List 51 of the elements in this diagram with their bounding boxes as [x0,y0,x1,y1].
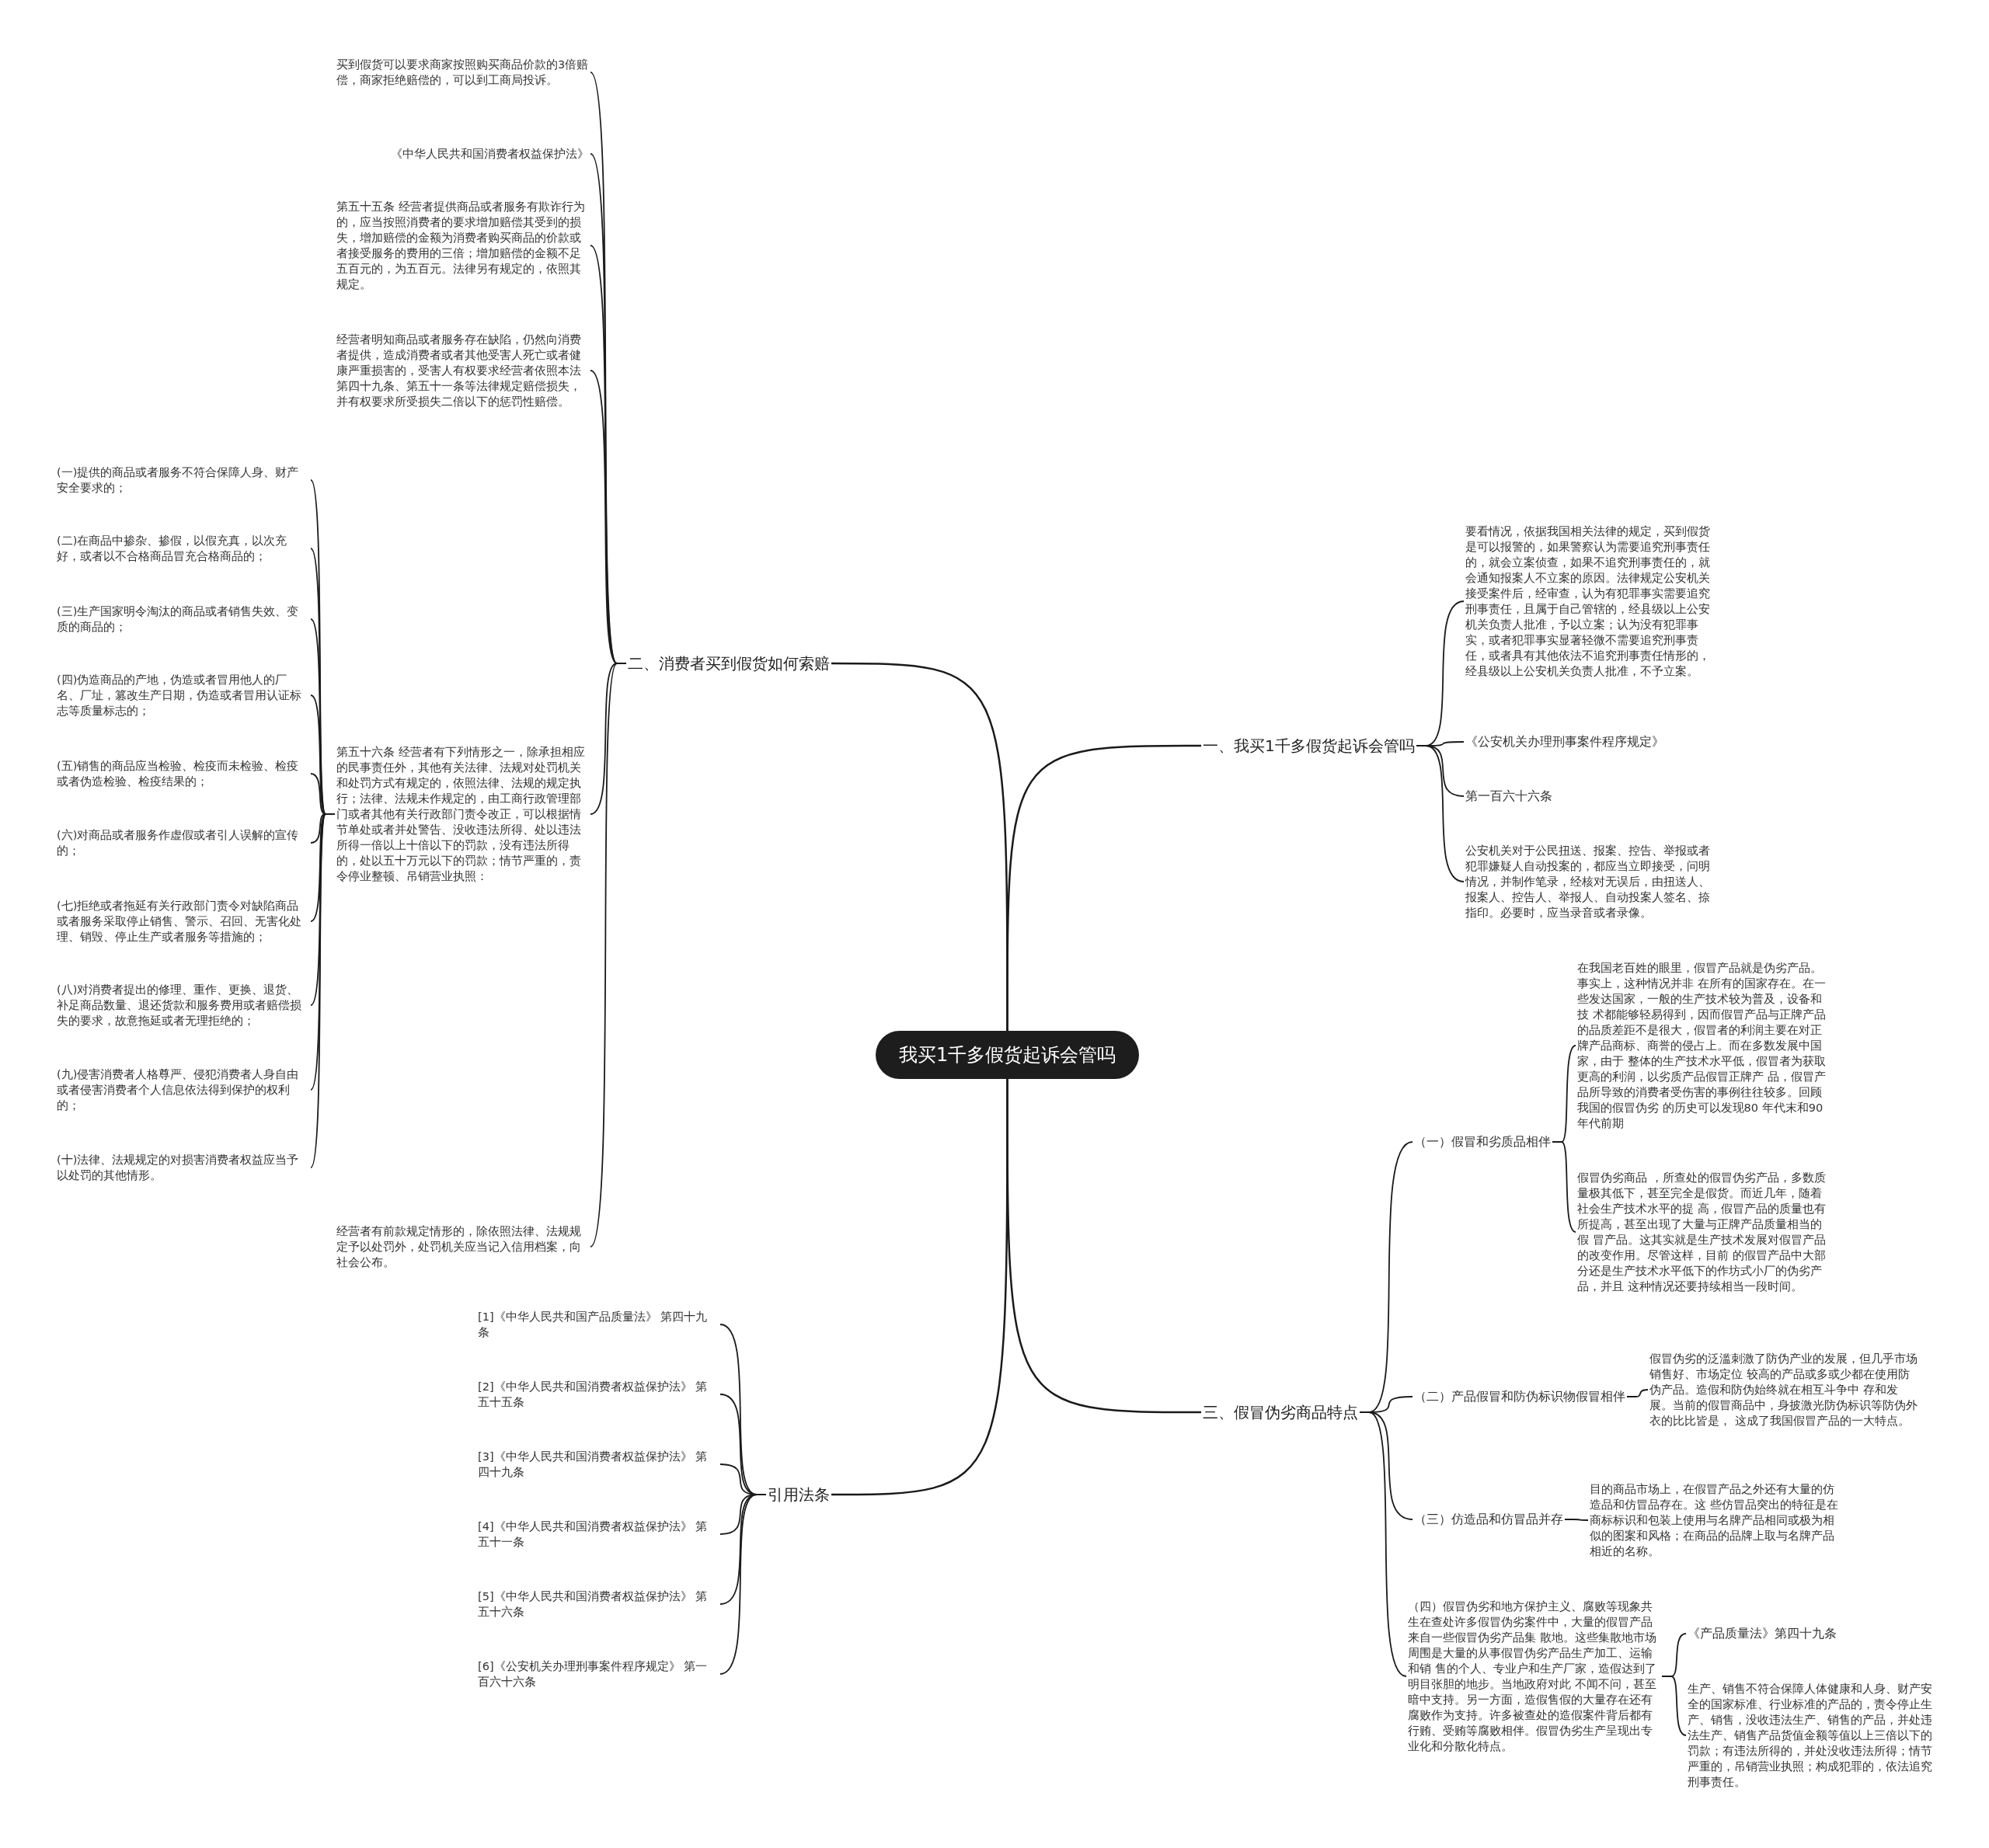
connector-line [831,662,1008,1031]
topic-text: (三)生产国家明令淘汰的商品或者销售失效、变质的商品的； [57,604,309,635]
topic-text: (六)对商品或者服务作虚假或者引人误解的宣传的； [57,827,309,858]
topic-text: [1]《中华人民共和国产品质量法》 第四十九条 [478,1309,719,1340]
topic-text: [4]《中华人民共和国消费者权益保护法》 第五十一条 [478,1519,719,1550]
topic-text: 公安机关对于公民扭送、报案、控告、举报或者犯罪嫌疑人自动投案的，都应当立即接受，问明情况，并制作笔录，经核对无误后，由扭送人、报案人、控告人、举报人、自动投案人签名、捺指印。必要时，应当录音或者录像。 [1465,843,1718,921]
topic-text: 《中华人民共和国消费者权益保护法》 [336,146,589,162]
topic-text: 假冒伪劣商品 ，所查处的假冒伪劣产品，多数质量极其低下，甚至完全是假货。而近几年，随着社会生产技术水平的提 高，假冒产品的质量也有所提高，甚至出现了大量与正牌产品质量相当的假 冒产品。这其实就是生产技术发展对假冒产品的改变作用。尽管这样，目前 的假冒产品中大部分还是生产技术水平低下的作坊式小厂的伪劣产品，并且 这种情况还要持续相当一段时间。 [1577,1170,1830,1294]
connector-line [1359,1411,1407,1677]
topic-text: [2]《中华人民共和国消费者权益保护法》 第五十五条 [478,1379,719,1410]
subtopic-text: （二）产品假冒和防伪标识物假冒相伴 [1414,1388,1625,1405]
connector-line [310,813,336,1168]
topic-text: 买到假货可以要求商家按照购买商品价款的3倍赔偿，商家拒绝赔偿的，可以到工商局投诉。 [336,57,589,88]
topic-text: 生产、销售不符合保障人体健康和人身、财产安全的国家标准、行业标准的产品的，责令停止生产、销售，没收违法生产、销售的产品，并处违法生产、销售产品货值金额等值以上三倍以下的罚款；有违法所得的，并处没收违法所得；情节严重的，吊销营业执照；构成犯罪的，依法追究刑事责任。 [1688,1681,1940,1790]
subtopic-text: （一）假冒和劣质品相伴 [1414,1133,1551,1150]
topic-text: (五)销售的商品应当检验、检疫而未检验、检疫或者伪造检验、检疫结果的； [57,758,309,789]
topic-text: 第五十五条 经营者提供商品或者服务有欺诈行为的，应当按照消费者的要求增加赔偿其受到的损失，增加赔偿的金额为消费者购买商品的价款或者接受服务的费用的三倍；增加赔偿的金额不足五百元的，为五百元。法律另有规定的，依照其规定。 [336,199,589,292]
topic-text: (二)在商品中掺杂、掺假，以假充真，以次充好，或者以不合格商品冒充合格商品的； [57,533,309,564]
connector-line [1552,1141,1576,1233]
topic-text: (九)侵害消费者人格尊严、侵犯消费者人身自由或者侵害消费者个人信息依法得到保护的权利的； [57,1067,309,1113]
topic-text: 经营者有前款规定情形的，除依照法律、法规规定予以处罚外，处罚机关应当记入信用档案，向社会公布。 [336,1223,589,1270]
topic-text: 第五十六条 经营者有下列情形之一，除承担相应的民事责任外，其他有关法律、法规对处罚机关和处罚方式有规定的，依照法律、法规的规定执行；法律、法规未作规定的，由工商行政管理部门或者其他有关行政部门责令改正，可以根据情节单处或者并处警告、没收违法所得、处以违法所得一倍以上十倍以下的罚款，没有违法所得的，处以五十万元以下的罚款；情节严重的，责令停业整顿、吊销营业执照： [336,744,589,884]
subtopic-text: 《公安机关办理刑事案件程序规定》 [1465,733,1664,750]
topic-text: (十)法律、法规规定的对损害消费者权益应当予以处罚的其他情形。 [57,1152,309,1183]
topic-text: 要看情况，依据我国相关法律的规定，买到假货是可以报警的，如果警察认为需要追究刑事责任的，就会立案侦查，如果不追究刑事责任的，就会通知报案人不立案的原因。法律规定公安机关接受案件后，经审查，认为有犯罪事实需要追究刑事责任，且属于自己管辖的，经县级以上公安机关负责人批准，予以立案；认为没有犯罪事实，或者犯罪事实显著轻微不需要追究刑事责任，或者具有其他依法不追究刑事责任情形的，经县级以上公安机关负责人批准，不予立案。 [1465,524,1718,679]
topic-text: 目的商品市场上，在假冒产品之外还有大量的仿造品和仿冒品存在。这 些仿冒品突出的特征是在商标标识和包装上使用与名牌产品相同或极为相似的图案和风格；在商品的品牌上取与名牌产品相近的名称。 [1590,1481,1842,1559]
topic-text: [3]《中华人民共和国消费者权益保护法》 第四十九条 [478,1449,719,1480]
branch-topic: 一、我买1千多假货起诉会管吗 [1203,735,1415,757]
branch-topic: 二、消费者买到假货如何索赔 [628,653,830,674]
central-topic: 我买1千多假货起诉会管吗 [876,1031,1140,1079]
subtopic-text: 《产品质量法》第四十九条 [1688,1625,1837,1642]
topic-text: (七)拒绝或者拖延有关行政部门责令对缺陷商品或者服务采取停止销售、警示、召回、无害化处理、销毁、停止生产或者服务等措施的； [57,898,309,945]
topic-text: (八)对消费者提出的修理、重作、更换、退货、补足商品数量、退还货款和服务费用或者赔偿损失的要求，故意拖延或者无理拒绝的； [57,982,309,1028]
subtopic-text: 第一百六十六条 [1465,788,1552,805]
topic-text: (一)提供的商品或者服务不符合保障人身、财产安全要求的； [57,465,309,496]
connector-line [1626,1389,1649,1397]
topic-text: [6]《公安机关办理刑事案件程序规定》 第一百六十六条 [478,1658,719,1690]
topic-text: （四）假冒伪劣和地方保护主义、腐败等现象共生在查处许多假冒伪劣案件中，大量的假冒产品来自一些假冒伪劣产品集 散地。这些集散地市场周围是大量的从事假冒伪劣产品生产加工、运输和销 售的个人、专业户和生产厂家，造假达到了明目张胆的地步。当地政府对此 不闻不问，甚至暗中支持。另一方面，造假售假的大量存在还有腐败作为支持。许多被查处的造假案件背后都有行贿、受贿等腐败相伴。假冒伪劣生产呈现出专业化和分散化特点。 [1408,1599,1660,1754]
branch-topic: 引用法条 [768,1484,830,1505]
connector-line [1564,1519,1589,1521]
branch-topic: 三、假冒伪劣商品特点 [1203,1401,1358,1423]
connector-line [1661,1676,1687,1736]
topic-text: [5]《中华人民共和国消费者权益保护法》 第五十六条 [478,1589,719,1620]
topic-text: 经营者明知商品或者服务存在缺陷，仍然向消费者提供，造成消费者或者其他受害人死亡或者健康严重损害的，受害人有权要求经营者依照本法第四十九条、第五十一条等法律规定赔偿损失，并有权要求所受损失二倍以下的惩罚性赔偿。 [336,332,589,409]
subtopic-text: （三）仿造品和仿冒品并存 [1414,1511,1563,1528]
topic-text: 在我国老百姓的眼里，假冒产品就是伪劣产品。事实上，这种情况并非 在所有的国家存在。在一些发达国家，一般的生产技术较为普及，设备和技 术都能够轻易得到，因而假冒产品与正牌产品的品质差距不是很大，假冒者的利润主要在对正牌产品商标、商誉的侵占上。而在多数发展中国家，由于 整体的生产技术水平低，假冒者为获取更高的利润，以劣质产品假冒正牌产 品，假冒产品所导致的消费者受伤害的事例往往较多。回顾我国的假冒伪劣 的历史可以发现80 年代末和90年代前期 [1577,960,1830,1131]
topic-text: (四)伪造商品的产地，伪造或者冒用他人的厂名、厂址，篡改生产日期，伪造或者冒用认证标志等质量标志的； [57,672,309,719]
connector-line [1416,745,1465,882]
connector-line [719,1494,767,1675]
connector-line [831,1079,1008,1496]
topic-text: 假冒伪劣的泛滥刺激了防伪产业的发展，但几乎市场销售好、市场定位 较高的产品或多或少都在使用防伪产品。造假和防伪始终就在相互斗争中 存和发展。当前的假冒商品中，身披激光防伪标识等防伪外衣的比比皆是， 这成了我国假冒产品的一大特点。 [1649,1351,1918,1429]
